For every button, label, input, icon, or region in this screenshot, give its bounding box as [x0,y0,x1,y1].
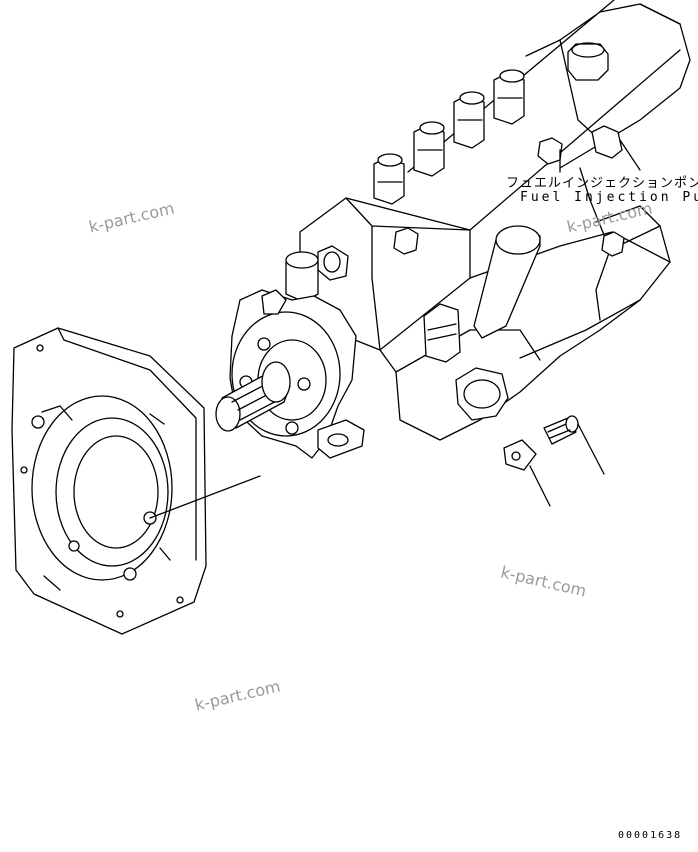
part-label-japanese: フュエルインジェクションポンプ [506,176,698,191]
drive-flange [229,289,365,459]
adapter-plate [11,327,207,635]
small-fittings [317,125,625,281]
delivery-valve-holders [373,69,525,205]
leader-lines [149,139,641,519]
bolt [543,415,579,445]
part-label-english: Fuel Injection Pump [520,190,698,205]
drive-shaft [215,361,291,432]
drawing-code: 00001638 [618,830,683,841]
governor-lever [285,225,541,421]
washer [503,439,537,471]
top-plug [567,42,609,81]
